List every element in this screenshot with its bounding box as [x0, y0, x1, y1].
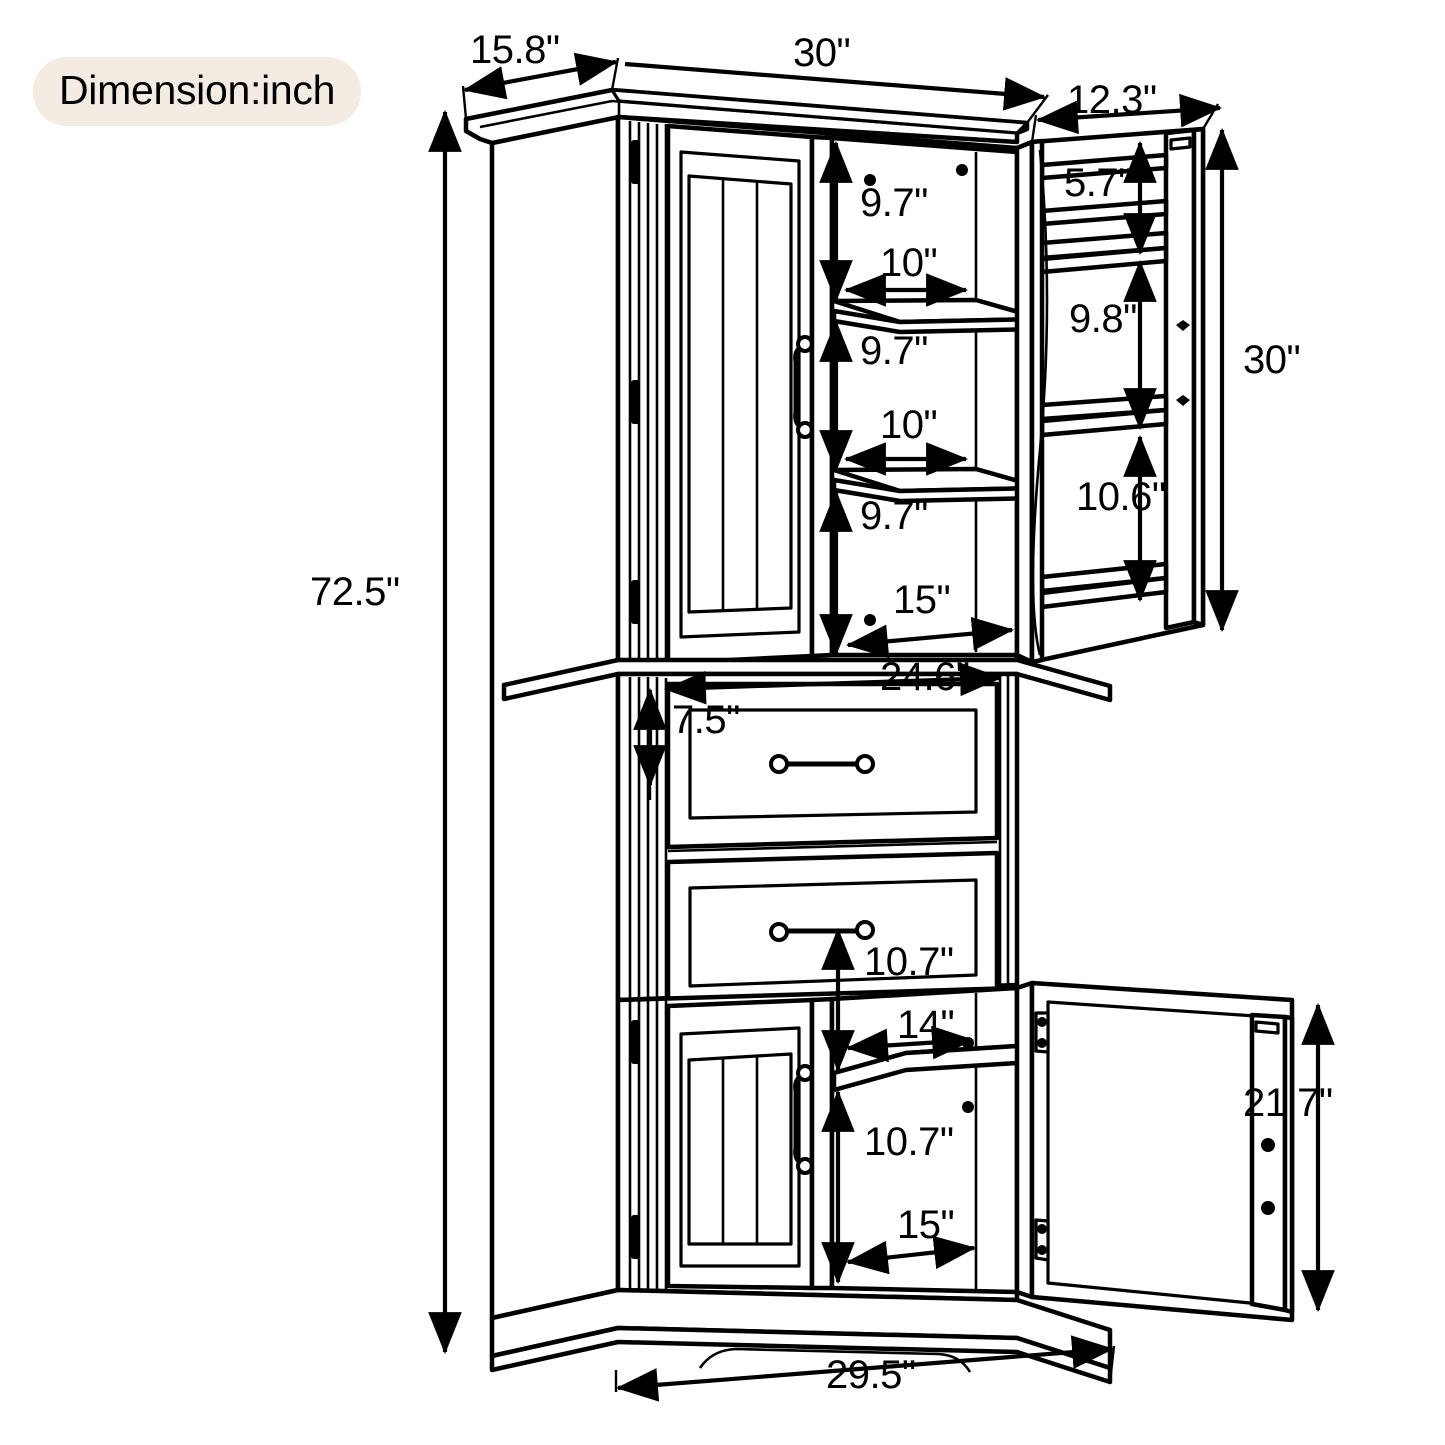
hinge-lower-left-top — [631, 1020, 640, 1064]
label-upper-gap-2: 9.7" — [860, 329, 928, 373]
label-lower-shelf-depth: 14" — [897, 1003, 955, 1047]
door-latch-plate — [1169, 136, 1192, 151]
dimension-unit-badge: Dimension:inch — [33, 57, 362, 126]
dimline-open-door-depth — [1035, 93, 1223, 135]
label-rack-gap-mid: 9.8" — [1069, 297, 1137, 341]
dimline-base-width — [615, 1335, 1115, 1402]
label-depth-top: 15.8" — [470, 28, 560, 72]
label-lower-gap-bottom: 10.7" — [864, 1120, 954, 1164]
dimline-drawer-width — [663, 662, 1003, 705]
label-drawer-height: 7.5" — [672, 698, 740, 742]
left-side-panel — [489, 114, 621, 1321]
lower-door-right-stile — [1249, 1012, 1288, 1313]
dimline-lower-shelf-depth — [845, 1025, 975, 1063]
upper-door-right-stile — [1163, 127, 1197, 631]
cabinet-body — [463, 87, 1295, 1385]
dimline-upper-interior-width — [845, 616, 1015, 659]
drawer-top-handle — [769, 754, 875, 774]
label-upper-shelf-depth-2: 10" — [880, 403, 938, 447]
label-lower-gap-top: 10.7" — [864, 940, 954, 984]
hinge-upper-left-mid — [631, 380, 640, 424]
lower-left-door-panel — [687, 1052, 793, 1246]
dimline-width-top — [624, 61, 1047, 111]
lower-door-back-panel-inner — [1046, 1000, 1272, 1307]
upper-left-door-panel — [687, 174, 793, 614]
label-upper-gap-3: 9.7" — [860, 494, 928, 538]
hinge-lower-left-bottom — [631, 1215, 640, 1259]
hinge-upper-left-bottom — [631, 580, 640, 624]
label-rack-gap-bottom: 10.6" — [1076, 475, 1166, 519]
label-open-door-depth: 12.3" — [1067, 78, 1157, 122]
upper-center-stile — [809, 134, 835, 659]
label-base-width: 29.5" — [826, 1353, 916, 1397]
label-width-top: 30" — [793, 31, 851, 75]
lower-center-stile — [809, 996, 835, 1291]
dimension-lines — [428, 52, 1335, 1402]
dimline-lower-interior-width — [845, 1235, 977, 1275]
label-upper-interior-width: 15" — [893, 578, 951, 622]
label-lower-interior-width: 15" — [897, 1203, 955, 1247]
label-rack-gap-top: 5.7" — [1064, 161, 1132, 205]
label-lower-door-height: 21.7" — [1243, 1081, 1333, 1125]
hinge-upper-left-top — [631, 140, 640, 184]
label-upper-gap-1: 9.7" — [860, 181, 928, 225]
label-overall-height: 72.5" — [310, 570, 400, 614]
dimline-depth-top — [462, 52, 619, 100]
label-upper-shelf-depth-1: 10" — [880, 241, 938, 285]
label-drawer-width: 24.6" — [880, 655, 970, 699]
label-upper-section-height: 30" — [1243, 338, 1301, 382]
upper-right-open-door — [1014, 126, 1206, 665]
lower-door-latch-plate — [1254, 1020, 1280, 1035]
lower-right-open-door — [1014, 980, 1295, 1323]
